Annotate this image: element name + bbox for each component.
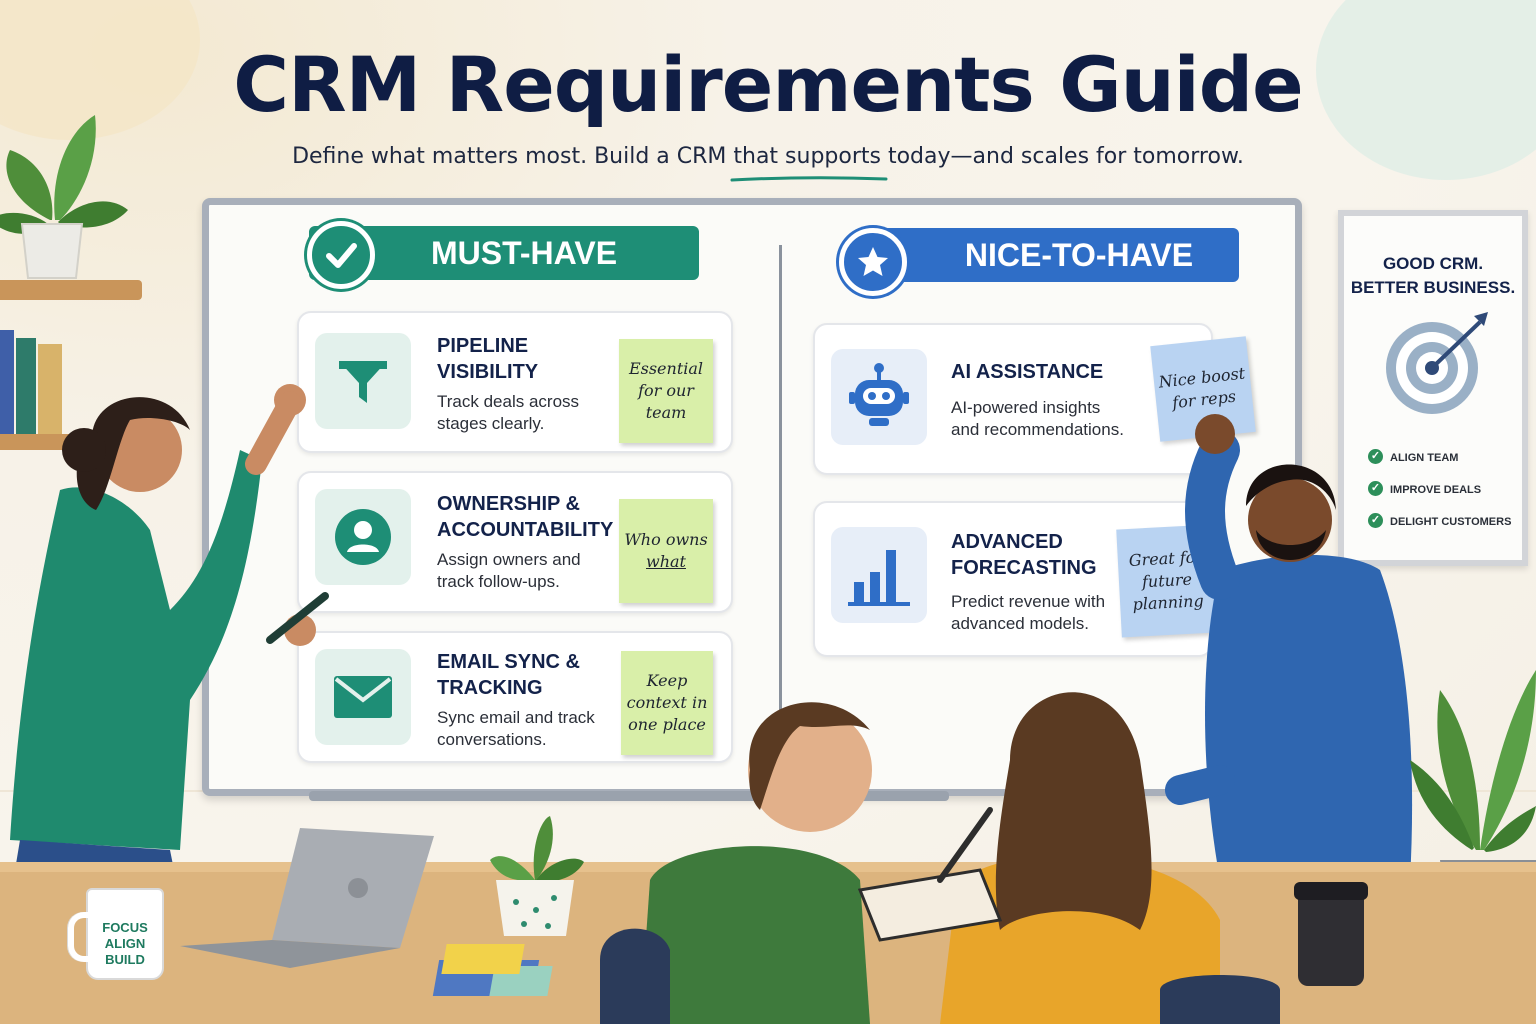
- card-description-line: Predict revenue with: [951, 592, 1106, 611]
- card-description-line: Assign owners and: [437, 550, 581, 569]
- poster-item: DELIGHT CUSTOMERS: [1390, 516, 1512, 528]
- card-description-line: and recommendations.: [951, 420, 1124, 439]
- poster-title-line: BETTER BUSINESS.: [1350, 278, 1516, 297]
- card-title-line: ADVANCED: [951, 531, 1063, 553]
- plant-icon: [0, 115, 128, 279]
- robot-icon: [831, 349, 927, 445]
- card-description-line: Sync email and track: [437, 708, 595, 727]
- note-line: Essential: [628, 359, 704, 378]
- card-title-line: EMAIL SYNC &: [437, 651, 580, 673]
- laptop-icon: [180, 828, 434, 968]
- sticky-note: Who owns what: [619, 499, 713, 603]
- sticky-note-stack: [441, 944, 525, 974]
- book: [38, 344, 62, 434]
- card-title-line: VISIBILITY: [437, 361, 539, 383]
- note-line: Who owns: [624, 530, 708, 549]
- wall-shelf: [0, 434, 70, 450]
- coffee-mug: FOCUS ALIGN BUILD: [68, 888, 164, 980]
- poster-title-line: GOOD CRM.: [1382, 254, 1484, 273]
- card-description-line: track follow-ups.: [437, 572, 560, 591]
- note-line: Keep: [646, 671, 688, 690]
- user-icon: [315, 489, 411, 585]
- card-description-line: conversations.: [437, 730, 547, 749]
- card-title-line: FORECASTING: [951, 557, 1097, 579]
- poster-item: IMPROVE DEALS: [1390, 484, 1482, 496]
- whiteboard: MUST-HAVE NICE-TO-HAVE PIPELINE VISIBILI…: [202, 198, 1302, 801]
- note-line: what: [646, 552, 686, 571]
- poster-item: ALIGN TEAM: [1390, 452, 1459, 464]
- note-line: context in: [626, 693, 708, 712]
- column-divider: [779, 245, 782, 755]
- card-description-line: stages clearly.: [437, 414, 545, 433]
- person-illustration: [1165, 414, 1413, 880]
- mug-text-line: ALIGN: [104, 936, 146, 951]
- underline-accent: [730, 176, 888, 182]
- page-title: CRM Requirements Guide: [233, 40, 1303, 129]
- card-title-line: AI ASSISTANCE: [951, 361, 1104, 383]
- requirement-card-ai-assistance: AI ASSISTANCE AI-powered insights and re…: [813, 323, 1213, 475]
- cup-lid: [1294, 882, 1368, 900]
- check-icon: [307, 221, 375, 289]
- page-subtitle: Define what matters most. Build a CRM th…: [292, 144, 1244, 169]
- sticky-note: Keep context in one place: [621, 651, 713, 755]
- book: [16, 338, 36, 434]
- plant-icon: [490, 816, 584, 936]
- envelope-icon: [315, 649, 411, 745]
- card-title-line: ACCOUNTABILITY: [437, 519, 614, 541]
- mug-text-line: BUILD: [105, 952, 145, 967]
- check-icon: ✓: [1368, 513, 1383, 528]
- note-line: one place: [628, 715, 706, 734]
- mug-text-line: FOCUS: [102, 920, 148, 935]
- sticky-note: Essential for our team: [619, 339, 713, 443]
- person-illustration: [600, 692, 1280, 1024]
- card-description-line: Track deals across: [437, 392, 580, 411]
- requirement-card-ownership: OWNERSHIP & ACCOUNTABILITY Assign owners…: [297, 471, 733, 613]
- requirement-card-pipeline: PIPELINE VISIBILITY Track deals across s…: [297, 311, 733, 453]
- must-have-heading: MUST-HAVE: [430, 234, 618, 271]
- nice-to-have-heading: NICE-TO-HAVE: [964, 236, 1194, 273]
- card-title-line: TRACKING: [437, 677, 543, 699]
- book: [0, 330, 14, 434]
- person-illustration: [10, 384, 329, 900]
- card-title-line: OWNERSHIP &: [437, 493, 580, 515]
- mug-handle: [68, 912, 98, 962]
- note-line: for our: [638, 381, 694, 400]
- check-icon: ✓: [1368, 449, 1383, 464]
- note-line: team: [645, 403, 687, 422]
- card-description-line: AI-powered insights: [951, 398, 1101, 417]
- coffee-cup-icon: [1294, 882, 1368, 986]
- funnel-icon: [315, 333, 411, 429]
- wall-shelf: [0, 280, 142, 300]
- motivational-poster: GOOD CRM. BETTER BUSINESS. ✓ ALIGN TEAM …: [1338, 210, 1528, 566]
- check-icon: ✓: [1368, 481, 1383, 496]
- card-title-line: PIPELINE: [437, 335, 529, 357]
- must-have-banner: MUST-HAVE: [309, 226, 699, 280]
- whiteboard-tray: [309, 791, 949, 801]
- card-description-line: advanced models.: [951, 614, 1089, 633]
- bar-chart-icon: [831, 527, 927, 623]
- star-icon: [839, 228, 907, 296]
- target-icon: [1386, 312, 1488, 414]
- nice-to-have-banner: NICE-TO-HAVE: [859, 228, 1239, 282]
- requirement-card-email-sync: EMAIL SYNC & TRACKING Sync email and tra…: [297, 631, 733, 763]
